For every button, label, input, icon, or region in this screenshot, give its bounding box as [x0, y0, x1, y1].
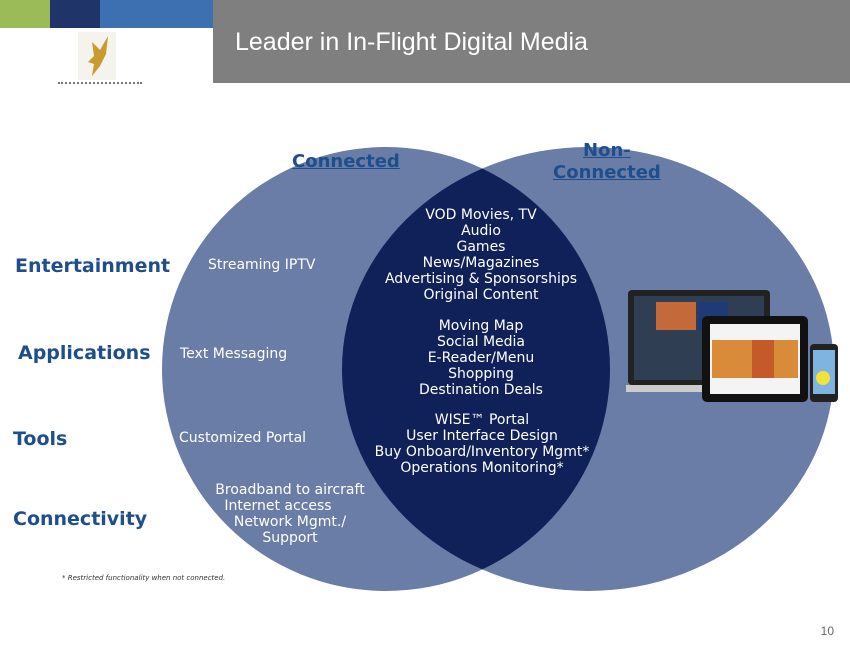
devices-image [626, 290, 838, 402]
eagle-logo-icon [78, 32, 116, 80]
category-connectivity: Connectivity [13, 508, 148, 530]
header-non-connected-line2: Connected [553, 162, 661, 183]
connected-applications: Text Messaging [180, 346, 288, 362]
connected-tools: Customized Portal [179, 430, 307, 446]
title-banner: Leader in In-Flight Digital Media [213, 0, 850, 83]
accent-bar-navy [50, 0, 100, 28]
logo-divider [58, 82, 142, 84]
header-connected: Connected [292, 151, 400, 172]
category-entertainment: Entertainment [15, 255, 171, 277]
header-non-connected: Non- Connected [553, 140, 661, 184]
page-number: 10 [820, 624, 834, 638]
header-non-connected-line1: Non- [583, 140, 631, 161]
accent-bar-blue [100, 0, 213, 28]
accent-bar-green [0, 0, 50, 28]
connected-entertainment: Streaming IPTV [208, 257, 316, 273]
footnote: * Restricted functionality when not conn… [62, 574, 226, 582]
category-applications: Applications [18, 342, 151, 364]
category-tools: Tools [13, 428, 68, 450]
overlap-lens [342, 147, 610, 591]
slide-title: Leader in In-Flight Digital Media [235, 28, 588, 56]
